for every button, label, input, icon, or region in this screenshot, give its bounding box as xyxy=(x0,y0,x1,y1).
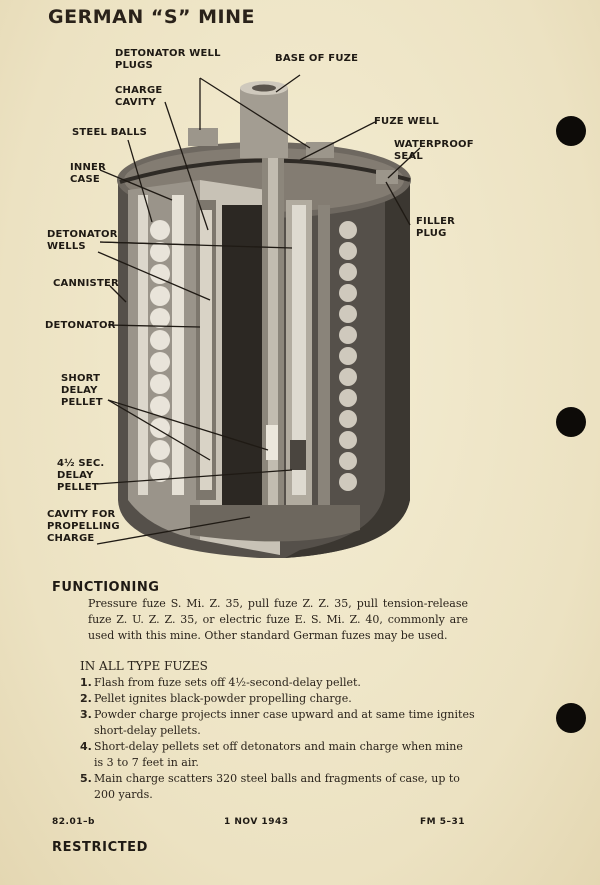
inner-case-wall xyxy=(172,195,184,495)
binder-hole-middle xyxy=(556,407,586,437)
steel-balls-left xyxy=(150,220,170,482)
label-detonator-well-plugs: DETONATOR WELL PLUGS xyxy=(115,48,221,71)
label-cavity-propelling-charge: CAVITY FOR PROPELLING CHARGE xyxy=(47,509,120,544)
fuzes-subheading: IN ALL TYPE FUZES xyxy=(80,659,208,673)
step-text: Main charge scatters 320 steel balls and… xyxy=(94,772,460,801)
mine-cutaway-svg xyxy=(96,74,421,558)
base-of-fuze xyxy=(240,88,288,158)
step-text: Pellet ignites black-powder propelling c… xyxy=(94,692,352,705)
step-number: 5. xyxy=(80,772,92,785)
step-text: Powder charge projects inner case upward… xyxy=(94,708,475,737)
charge-cavity xyxy=(222,205,262,510)
step-number: 3. xyxy=(80,708,92,721)
canister-shadow xyxy=(285,180,410,558)
delay-pellet-45 xyxy=(290,440,306,470)
step-item: 3. Powder charge projects inner case upw… xyxy=(80,707,475,739)
inner-case-wall-right xyxy=(318,205,330,505)
footer-section-number: 82.01–b xyxy=(52,817,95,827)
mine-cutaway-diagram: DETONATOR WELL PLUGS BASE OF FUZE CHARGE… xyxy=(0,30,600,570)
functioning-heading: FUNCTIONING xyxy=(52,580,160,595)
page-title: GERMAN “S” MINE xyxy=(48,6,255,28)
short-delay-pellet xyxy=(266,425,278,460)
label-short-delay-pellet: SHORT DELAY PELLET xyxy=(61,373,103,408)
binder-hole-top xyxy=(556,116,586,146)
binder-hole-bottom xyxy=(556,703,586,733)
inner-case-wall-left xyxy=(138,195,148,495)
step-text: Short-delay pellets set off detonators a… xyxy=(94,740,463,769)
step-item: 1. Flash from fuze sets off 4½-second-de… xyxy=(80,675,475,691)
fuze-well-inner xyxy=(268,150,278,510)
step-text: Flash from fuze sets off 4½-second-delay… xyxy=(94,676,361,689)
label-inner-case: INNER CASE xyxy=(70,162,106,185)
label-waterproof-seal: WATERPROOF SEAL xyxy=(394,139,474,162)
functioning-paragraph: Pressure fuze S. Mi. Z. 35, pull fuze Z.… xyxy=(88,597,468,642)
label-filler-plug: FILLER PLUG xyxy=(416,216,456,239)
detonator-right xyxy=(292,205,306,495)
label-detonator: DETONATOR xyxy=(45,320,116,331)
label-steel-balls: STEEL BALLS xyxy=(72,127,148,138)
step-item: 4. Short-delay pellets set off detonator… xyxy=(80,739,475,771)
footer-manual-number: FM 5–31 xyxy=(420,817,466,827)
steel-balls-right xyxy=(339,221,357,491)
label-detonator-wells: DETONATOR WELLS xyxy=(47,229,118,252)
label-base-of-fuze: BASE OF FUZE xyxy=(275,53,359,64)
footer-date: 1 NOV 1943 xyxy=(224,817,289,827)
functioning-steps: 1. Flash from fuze sets off 4½-second-de… xyxy=(80,675,475,803)
step-number: 2. xyxy=(80,692,92,705)
propelling-charge-cavity xyxy=(190,505,360,542)
base-of-fuze-hole xyxy=(252,84,276,92)
step-number: 4. xyxy=(80,740,92,753)
label-delay-pellet-45: 4½ SEC. DELAY PELLET xyxy=(57,458,105,493)
detonator-well-plug-left xyxy=(188,128,218,146)
detonator-left xyxy=(200,210,212,490)
label-charge-cavity: CHARGE CAVITY xyxy=(115,85,163,108)
step-number: 1. xyxy=(80,676,92,689)
label-fuze-well: FUZE WELL xyxy=(374,116,439,127)
leader-lines xyxy=(96,74,421,545)
step-item: 5. Main charge scatters 320 steel balls … xyxy=(80,771,475,803)
restricted-stamp: RESTRICTED xyxy=(52,840,149,855)
label-cannister: CANNISTER xyxy=(53,278,119,289)
step-item: 2. Pellet ignites black-powder propellin… xyxy=(80,691,475,707)
